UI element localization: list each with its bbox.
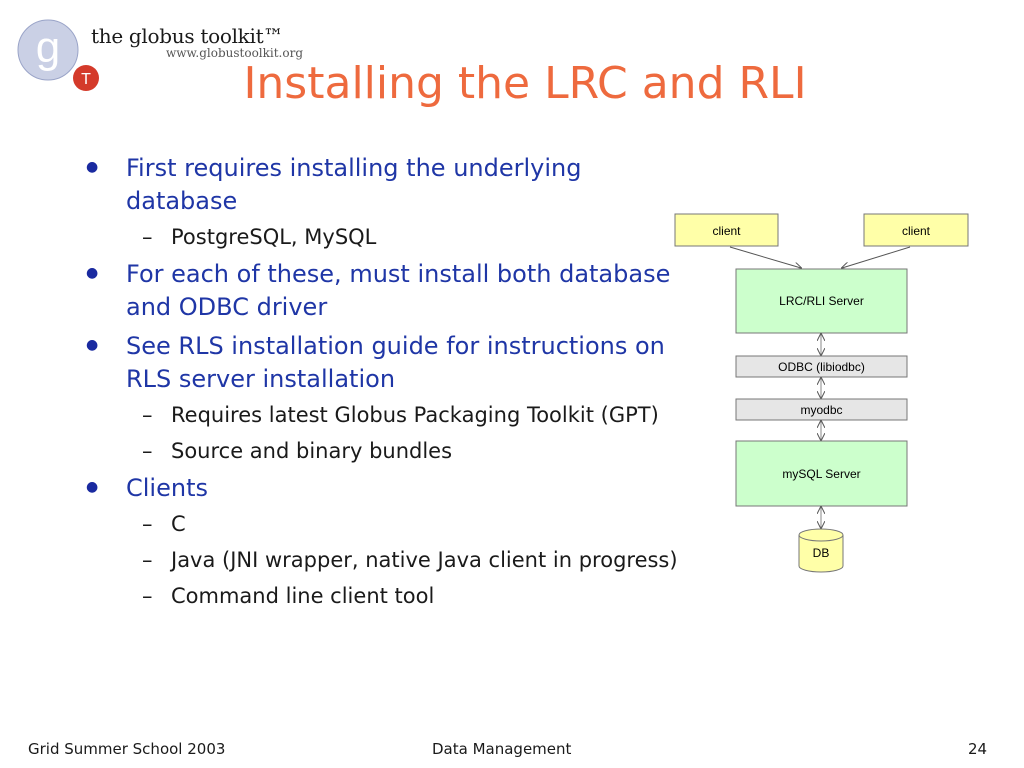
dash-icon: – — [142, 548, 153, 572]
odbc-label: ODBC (libiodbc) — [778, 360, 865, 374]
logo-url: www.globustoolkit.org — [166, 46, 304, 60]
sub-bullet-list: – C – Java (JNI wrapper, native Java cli… — [126, 509, 686, 611]
globus-g-logo-icon: g T — [17, 19, 99, 91]
bullet-text: Clients — [126, 474, 208, 502]
lrc-rli-server-box — [735, 268, 908, 334]
arrow-left-client — [729, 246, 801, 268]
db-label: DB — [813, 546, 830, 560]
client-box-right — [863, 213, 969, 247]
sub-bullet-item: – Requires latest Globus Packaging Toolk… — [126, 400, 686, 430]
footer-event: Grid Summer School 2003 — [28, 740, 226, 758]
logo-name: the globus toolkit™ — [91, 24, 284, 48]
slide-title: Installing the LRC and RLI — [243, 58, 807, 109]
dash-icon: – — [142, 403, 153, 427]
bullet-item: ● First requires installing the underlyi… — [86, 152, 686, 252]
page-number: 24 — [968, 740, 988, 758]
bullet-text: First requires installing the underlying… — [126, 154, 582, 215]
bullet-dot-icon: ● — [86, 479, 99, 495]
bullet-dot-icon: ● — [86, 265, 99, 281]
sub-bullet-text: Command line client tool — [171, 584, 435, 608]
sub-bullet-item: – C — [126, 509, 686, 539]
sub-bullet-list: – PostgreSQL, MySQL — [126, 222, 686, 252]
sub-bullet-item: – Command line client tool — [126, 581, 686, 611]
bullet-dot-icon: ● — [86, 337, 99, 353]
database-cylinder-icon — [798, 528, 844, 573]
mysql-label: mySQL Server — [782, 467, 860, 481]
sub-bullet-item: – PostgreSQL, MySQL — [126, 222, 686, 252]
globus-logo: g T the globus toolkit™ www.globustoolki… — [14, 10, 324, 100]
sub-bullet-item: – Java (JNI wrapper, native Java client … — [126, 545, 686, 575]
client-label-right: client — [902, 224, 931, 238]
bullet-text: See RLS installation guide for instructi… — [126, 332, 665, 393]
client-label-left: client — [712, 224, 741, 238]
architecture-diagram: client client LRC/RLI Server ODBC (libio… — [674, 213, 969, 573]
footer-topic: Data Management — [432, 740, 572, 758]
sub-bullet-list: – Requires latest Globus Packaging Toolk… — [126, 400, 686, 466]
bullet-list: ● First requires installing the underlyi… — [86, 152, 686, 611]
sub-bullet-text: Java (JNI wrapper, native Java client in… — [171, 548, 678, 572]
dash-icon: – — [142, 584, 153, 608]
bullet-item: ● Clients – C – Java (JNI wrapper, nativ… — [86, 472, 686, 611]
server-label: LRC/RLI Server — [779, 294, 864, 308]
sub-bullet-text: PostgreSQL, MySQL — [171, 225, 377, 249]
dash-icon: – — [142, 225, 153, 249]
logo-g-letter: g — [36, 23, 60, 72]
dash-icon: – — [142, 512, 153, 536]
dash-icon: – — [142, 439, 153, 463]
myodbc-label: myodbc — [800, 403, 842, 417]
bullet-dot-icon: ● — [86, 159, 99, 175]
bullet-item: ● For each of these, must install both d… — [86, 258, 686, 324]
sub-bullet-text: C — [171, 512, 186, 536]
bullet-text: For each of these, must install both dat… — [126, 260, 671, 321]
logo-t-letter: T — [81, 71, 91, 88]
sub-bullet-text: Requires latest Globus Packaging Toolkit… — [171, 403, 659, 427]
sub-bullet-item: – Source and binary bundles — [126, 436, 686, 466]
arrow-right-client — [842, 246, 911, 268]
client-box-left — [674, 213, 779, 247]
slide-content: ● First requires installing the underlyi… — [86, 152, 686, 617]
bullet-item: ● See RLS installation guide for instruc… — [86, 330, 686, 466]
sub-bullet-text: Source and binary bundles — [171, 439, 453, 463]
